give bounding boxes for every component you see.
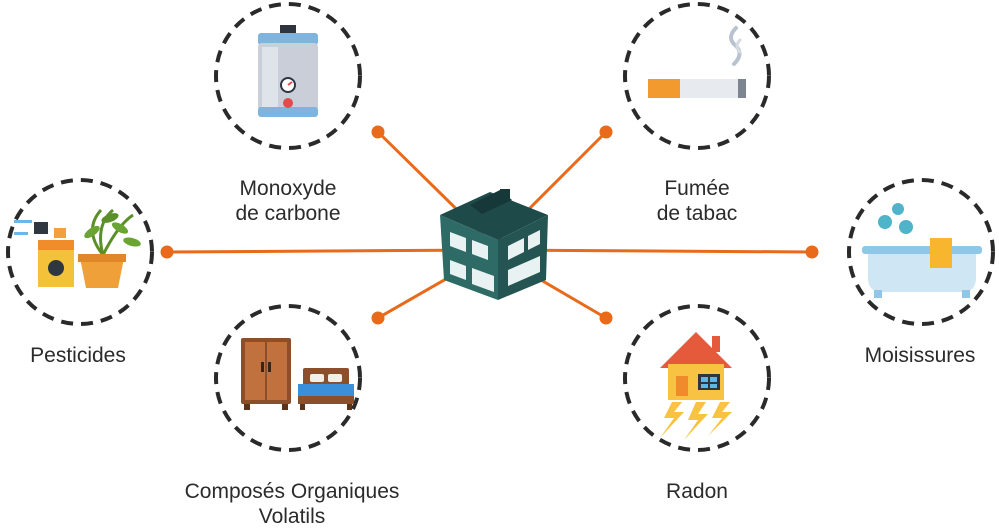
connector-dots [160, 125, 819, 325]
dot-co [371, 125, 385, 139]
radon-house-icon [660, 332, 732, 440]
cigarette-icon [648, 26, 746, 98]
furniture-icon [241, 338, 354, 410]
label-mold: Moisissures [865, 343, 976, 368]
label-smoke: Fumée de tabac [657, 176, 738, 226]
label-co-line2: de carbone [235, 202, 341, 225]
label-mold-line1: Moisissures [864, 344, 976, 367]
bathtub-icon [862, 203, 982, 298]
house-icon [440, 189, 548, 300]
water-heater-icon [258, 25, 318, 117]
dot-pesticides [160, 245, 174, 259]
dot-smoke [599, 125, 613, 139]
label-radon-line1: Radon [666, 480, 728, 503]
label-voc-line1: Composés Organiques [184, 480, 400, 503]
ring-pesticides [6, 178, 154, 326]
label-smoke-line1: Fumée [664, 177, 730, 200]
ring-smoke [623, 2, 771, 150]
dot-radon [599, 311, 613, 325]
label-radon: Radon [666, 479, 728, 504]
label-smoke-line2: de tabac [656, 202, 738, 225]
label-pesticides: Pesticides [30, 343, 126, 368]
label-co-line1: Monoxyde [239, 177, 337, 200]
label-pesticides-line1: Pesticides [30, 344, 126, 367]
spray-and-plant-icon [14, 208, 141, 288]
label-voc-line2: Volatils [258, 505, 326, 528]
dot-voc [371, 311, 385, 325]
label-voc: Composés Organiques Volatils [185, 479, 400, 529]
dot-mold [805, 245, 819, 259]
label-co: Monoxyde de carbone [235, 176, 340, 226]
connector-line-pesticides [165, 248, 495, 254]
